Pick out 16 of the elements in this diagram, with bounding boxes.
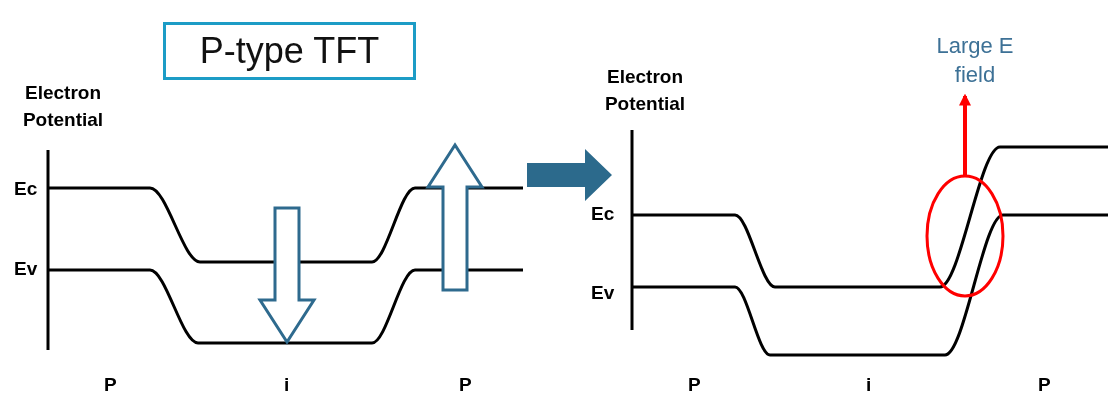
band-label: Ev: [591, 281, 615, 305]
region-label: i: [284, 373, 290, 397]
axis-label: Electron Potential: [21, 81, 105, 132]
region-label: P: [688, 373, 701, 397]
highlight-ellipse: [925, 174, 1005, 298]
region-label: i: [866, 373, 872, 397]
region-label: P: [459, 373, 472, 397]
region-label: P: [104, 373, 117, 397]
region-label: P: [1038, 373, 1051, 397]
band-label: Ev: [14, 257, 38, 281]
arrow: [959, 93, 971, 176]
band-label: Ec: [14, 177, 38, 201]
annotation-text: Large E field: [920, 32, 1030, 94]
band-label: Ec: [591, 202, 615, 226]
title-box: P-type TFT: [163, 22, 416, 80]
axis-label: Electron Potential: [603, 65, 687, 116]
